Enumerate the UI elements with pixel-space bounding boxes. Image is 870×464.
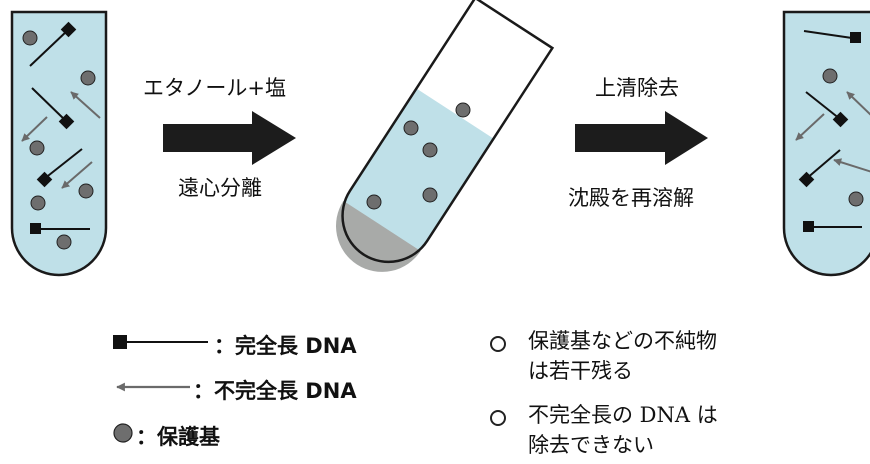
tube-centrifuged [336,0,555,272]
legend-label-full-length: ：完全長 DNA [214,334,357,358]
protecting-group-particle [78,183,94,199]
protecting-group-particle [22,30,38,46]
note-2: 不完全長の DNA は 除去できない [528,400,718,460]
process-arrow-remove-supernatant [575,111,708,165]
protecting-group-particle [366,194,382,210]
step-label-ethanol-salt: エタノール+塩 [143,76,286,100]
legend-label-protecting-group: ：保護基 [136,425,220,449]
note-bullet-2 [490,410,506,426]
full-length-dna [803,30,861,43]
incomplete-dna [61,161,93,189]
protecting-group-particle [29,140,45,156]
full-length-dna [31,87,75,130]
note-1-line1: 保護基などの不純物 [528,329,717,353]
note-1: 保護基などの不純物 は若干残る [528,326,717,386]
protecting-group-particle [30,195,46,211]
note-2-line2: 除去できない [528,433,654,457]
protecting-group-particle [422,187,438,203]
full-length-dna [30,223,90,234]
incomplete-dna [833,158,870,173]
protecting-group-particle [56,234,72,250]
legend-label-incomplete: ：不完全長 DNA [193,379,357,403]
protecting-group-particle [422,142,438,158]
full-length-dna [29,21,77,67]
incomplete-dna [70,91,101,119]
incomplete-dna [795,113,825,141]
note-bullet-1 [490,336,506,352]
incomplete-dna [21,116,48,142]
process-arrow-centrifuge [163,111,296,165]
tube-before [10,10,108,277]
legend-full-length-symbol [113,335,208,349]
note-2-line1: 不完全長の DNA は [528,403,718,427]
pellet [336,200,421,272]
step-label-redissolve: 沈殿を再溶解 [568,186,694,210]
protecting-group-particle [822,68,838,84]
step-label-centrifuge: 遠心分離 [178,176,262,200]
tube-after [782,10,870,277]
full-length-dna [803,221,862,232]
step-label-remove-supernatant: 上清除去 [595,76,679,100]
full-length-dna [36,148,83,188]
legend-protecting-group-symbol [113,423,133,443]
protecting-group-particle [80,70,96,86]
protecting-group-particle [848,191,864,207]
note-1-line2: は若干残る [528,359,633,383]
protecting-group-particle [403,120,419,136]
full-length-dna [798,149,841,188]
incomplete-dna [846,91,870,116]
protecting-group-particle [455,102,471,118]
